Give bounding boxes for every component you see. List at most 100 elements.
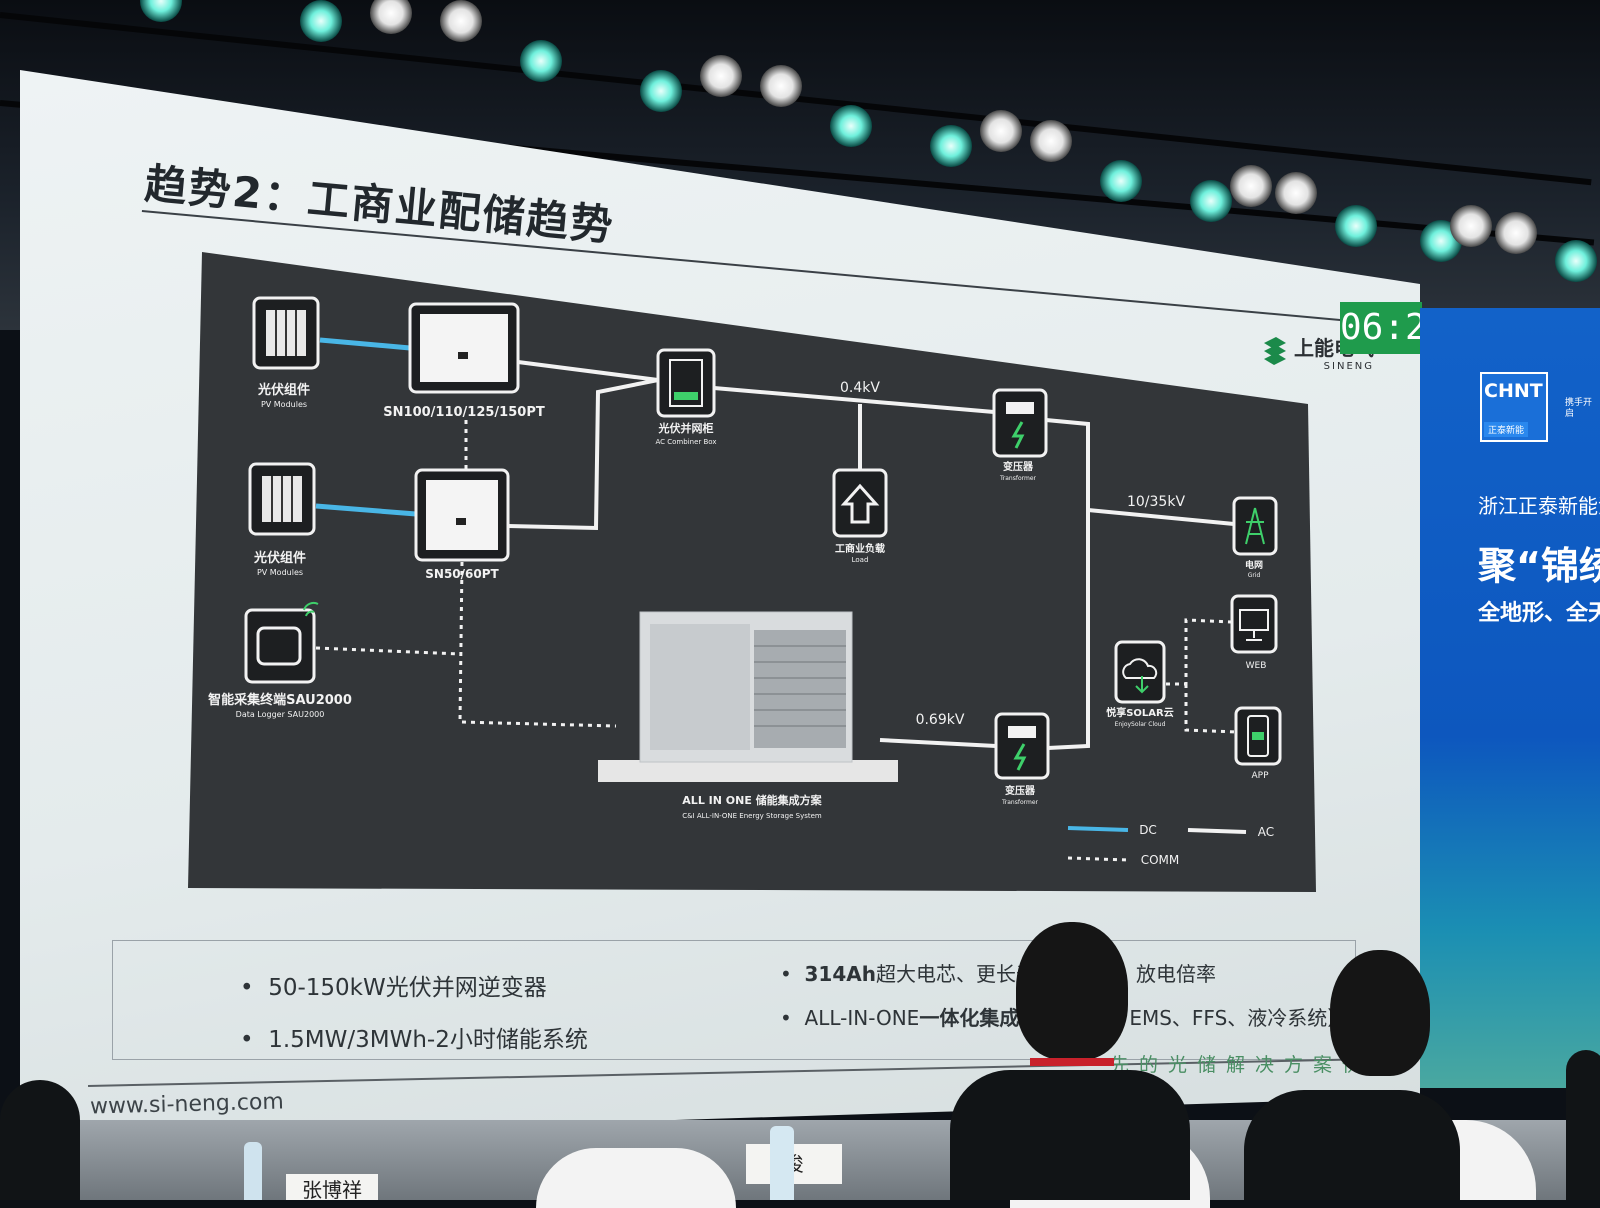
nameplate: 俊 — [746, 1144, 842, 1184]
stage-light-icon — [1555, 240, 1597, 282]
system-diagram: 光伏组件 PV Modules 光伏组件 PV Modules SN100/11… — [188, 252, 1316, 892]
stage-light-icon — [1100, 160, 1142, 202]
stage-light-icon — [520, 40, 562, 82]
pv2-label-cn: 光伏组件 — [253, 550, 306, 566]
bullet-right-1-text-a: 超大电芯、更长寿 — [875, 962, 1036, 986]
stage-light-icon — [760, 65, 802, 107]
stage-light-icon — [370, 0, 412, 34]
cloud-label-cn: 悦享SOLAR云 — [1106, 706, 1174, 719]
grid-tower-icon — [1232, 496, 1278, 556]
water-bottle — [244, 1142, 262, 1200]
load-label-cn: 工商业负载 — [835, 542, 885, 555]
bullet-left-2-text: 1.5MW/3MWh-2小时储能系统 — [268, 1027, 588, 1053]
bullet-left-1-text: 50-150kW光伏并网逆变器 — [268, 975, 547, 1001]
pv-module-icon — [248, 462, 316, 536]
stage-light-icon — [700, 55, 742, 97]
web-monitor-icon — [1230, 594, 1278, 654]
solar-cloud-icon — [1114, 640, 1166, 704]
ac-lines — [505, 360, 1235, 750]
load-label-en: Load — [852, 556, 869, 564]
chnt-logo: CHNT — [1484, 380, 1543, 402]
pv1-label-en: PV Modules — [261, 400, 307, 409]
banner-line-2: 聚“锦绣 — [1478, 544, 1600, 588]
inverter1-label: SN100/110/125/150PT — [383, 405, 545, 420]
bullet-left-1: • 50-150kW光伏并网逆变器 — [240, 975, 547, 1001]
logger-label-en: Data Logger SAU2000 — [236, 710, 325, 719]
chnt-logo-sub: 正泰新能 — [1484, 422, 1529, 437]
transformer1-label-en: Transformer — [999, 475, 1037, 482]
stage-light-icon — [140, 0, 182, 22]
ess-label-cn: ALL IN ONE 储能集成方案 — [682, 793, 822, 807]
app-label: APP — [1251, 771, 1269, 781]
nameplate: 张博祥 — [286, 1174, 378, 1202]
bullet-right-2-text-a: ALL-IN-ONE — [804, 1006, 920, 1030]
pv1-label-cn: 光伏组件 — [257, 382, 310, 398]
stage-light-icon — [1230, 165, 1272, 207]
bullet-right-1-text-b: 放电倍率 — [1135, 962, 1216, 986]
app-phone-icon — [1234, 706, 1282, 766]
bullet-right-2-bold: 一体化集成 — [919, 1006, 1020, 1030]
legend-dc-label: DC — [1139, 823, 1157, 837]
transformer2-label-cn: 变压器 — [1005, 784, 1036, 797]
audience-member-head — [1330, 950, 1430, 1076]
dc-lines — [315, 337, 417, 517]
combiner-label-cn: 光伏并网柜 — [658, 421, 714, 435]
countdown-timer: 06:24 — [1340, 302, 1448, 354]
legend-ac-label: AC — [1258, 825, 1274, 839]
audience-member — [0, 1080, 80, 1200]
voltage-mid-label: 10/35kV — [1127, 494, 1185, 510]
transformer-icon — [992, 388, 1048, 458]
stage-light-icon — [1275, 172, 1317, 214]
inverter-sn100-icon — [408, 302, 520, 394]
pv2-label-en: PV Modules — [257, 568, 303, 577]
comm-lines — [315, 420, 1237, 734]
ac-combiner-box-icon — [656, 348, 716, 418]
website-url: www.si-neng.com — [89, 1089, 285, 1120]
stage-light-icon — [1030, 120, 1072, 162]
logo-name-en: SINENG — [1323, 361, 1374, 372]
stage-light-icon — [930, 125, 972, 167]
stage-light-icon — [1495, 212, 1537, 254]
grid-label-en: Grid — [1248, 572, 1261, 579]
web-label: WEB — [1246, 661, 1267, 671]
stage-light-icon — [830, 105, 872, 147]
water-bottle — [770, 1126, 794, 1200]
stage-light-icon — [440, 0, 482, 42]
pv-module-icon — [252, 296, 320, 370]
legend-ac-swatch — [1187, 828, 1247, 834]
bullet-left-2: • 1.5MW/3MWh-2小时储能系统 — [240, 1027, 588, 1053]
transformer1-label-cn: 变压器 — [1003, 460, 1034, 473]
ess-label-en: C&I ALL-IN-ONE Energy Storage System — [682, 812, 822, 820]
energy-storage-system — [598, 611, 898, 782]
bullet-right-1-bold: 314Ah — [804, 962, 876, 986]
bullet-right-2-text-b: EMS、FFS、液冷系统） — [1129, 1006, 1348, 1030]
combiner-label-en: AC Combiner Box — [655, 438, 716, 446]
stage-light-icon — [980, 110, 1022, 152]
audience-member-body — [950, 1070, 1190, 1200]
banner-side-text: 携手开启 — [1565, 398, 1593, 419]
grid-label-cn: 电网 — [1245, 559, 1263, 571]
footer-slogan: 先的光储解决方案供 — [1110, 1054, 1372, 1076]
stage-light-icon — [1190, 180, 1232, 222]
logger-label-cn: 智能采集终端SAU2000 — [208, 692, 352, 708]
data-logger-icon — [244, 601, 319, 684]
stage-light-icon — [640, 70, 682, 112]
stage-light-icon — [1335, 205, 1377, 247]
banner-line-1: 浙江正泰新能源开 — [1478, 494, 1600, 518]
audience-member — [1566, 1050, 1600, 1200]
bullet-right-1: • 314Ah超大电芯、更长寿放电倍率 — [780, 962, 1216, 986]
audience-member-head — [1016, 922, 1128, 1060]
legend-comm-swatch — [1067, 856, 1129, 862]
voltage-ess-label: 0.69kV — [916, 712, 965, 728]
lanyard — [1030, 1058, 1114, 1066]
voltage-low-label: 0.4kV — [840, 380, 880, 396]
legend-dc-swatch — [1067, 826, 1129, 832]
banner-line-3: 全地形、全天候 — [1478, 601, 1600, 626]
stage-light-icon — [1450, 205, 1492, 247]
transformer2-label-en: Transformer — [1001, 799, 1039, 806]
stage-light-icon — [300, 0, 342, 42]
load-house-icon — [832, 468, 888, 538]
legend-comm-label: COMM — [1141, 853, 1180, 867]
inverter2-label: SN50/60PT — [425, 567, 499, 581]
